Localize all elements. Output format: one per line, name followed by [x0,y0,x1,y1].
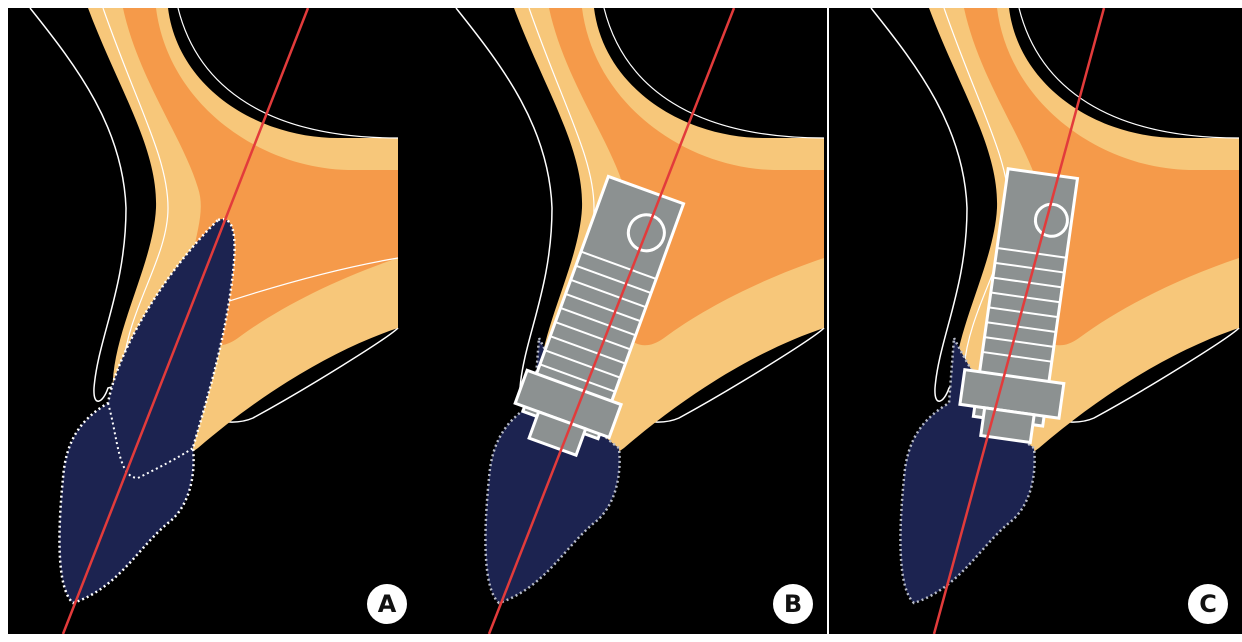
panel-label-badge: C [1188,584,1228,624]
panel-b: B [414,8,827,634]
panel-c-drawing [829,8,1242,634]
panel-b-drawing [414,8,827,634]
panel-a: A [8,8,421,634]
panel-c: C [829,8,1242,634]
panel-a-drawing [8,8,421,634]
panel-label-badge: A [367,584,407,624]
panel-label-badge: B [773,584,813,624]
